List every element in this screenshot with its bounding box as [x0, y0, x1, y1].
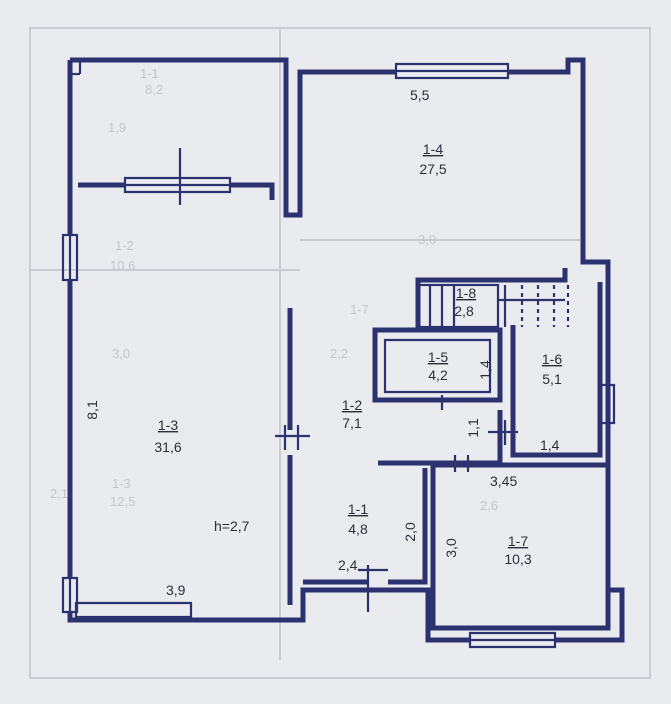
svg-text:10,6: 10,6	[110, 258, 135, 273]
svg-text:1,9: 1,9	[108, 120, 126, 135]
room-1-5-area: 4,2	[428, 367, 448, 383]
svg-text:3,0: 3,0	[112, 346, 130, 361]
room-1-8-id: 1-8	[456, 285, 476, 301]
dim-bottom-left-width: 3,9	[166, 582, 186, 598]
dim-top-width: 5,5	[410, 87, 430, 103]
room-labels: 1-4 27,5 1-3 31,6 1-2 7,1 1-1 4,8 1-5 4,…	[154, 141, 562, 567]
room-1-8-area: 2,8	[454, 303, 474, 319]
room-1-4-area: 27,5	[419, 161, 446, 177]
svg-text:3,0: 3,0	[418, 232, 436, 247]
svg-text:1-7: 1-7	[350, 302, 369, 317]
svg-text:1-2: 1-2	[115, 238, 134, 253]
dim-bath-height: 2,0	[402, 522, 418, 542]
room-1-1-id: 1-1	[348, 501, 368, 517]
room-1-1-area: 4,8	[348, 521, 368, 537]
room-1-7-area: 10,3	[504, 551, 531, 567]
dim-ceiling-height: h=2,7	[214, 518, 250, 534]
room-1-2-id: 1-2	[342, 397, 362, 413]
room-1-4-id: 1-4	[423, 141, 443, 157]
room-1-7-id: 1-7	[508, 533, 528, 549]
svg-text:2,1: 2,1	[50, 486, 68, 501]
room-1-6-area: 5,1	[542, 371, 562, 387]
room-1-3-id: 1-3	[158, 417, 178, 433]
room-1-2-area: 7,1	[342, 415, 362, 431]
room-1-5-id: 1-5	[428, 349, 448, 365]
dim-r17-height: 3,0	[443, 538, 459, 558]
svg-text:2,2: 2,2	[330, 346, 348, 361]
background-ghost-lines: 1-1 8,2 1,9 1-2 10,6 3,0 3,0 1-7 2,1 1-3…	[29, 27, 651, 679]
dim-r15-height: 1,4	[477, 360, 493, 380]
windows	[61, 62, 616, 649]
dim-bath-width: 2,4	[338, 557, 358, 573]
dim-corridor-height: 1,1	[465, 418, 481, 438]
svg-text:1-3: 1-3	[112, 476, 131, 491]
room-1-6-id: 1-6	[542, 351, 562, 367]
door-marks	[70, 60, 518, 612]
svg-text:12,5: 12,5	[110, 494, 135, 509]
dim-left-height: 8,1	[84, 400, 100, 420]
dim-r17-width: 3,45	[490, 473, 517, 489]
dim-r16-width: 1,4	[540, 437, 560, 453]
stairs	[416, 283, 570, 329]
svg-text:2,6: 2,6	[480, 498, 498, 513]
svg-text:1-1: 1-1	[140, 66, 159, 81]
svg-text:8,2: 8,2	[145, 82, 163, 97]
dimension-labels: 5,5 8,1 h=2,7 3,9 2,4 2,0 1,4 1,1 1,4 3,…	[84, 87, 560, 598]
room-1-3-area: 31,6	[154, 439, 181, 455]
